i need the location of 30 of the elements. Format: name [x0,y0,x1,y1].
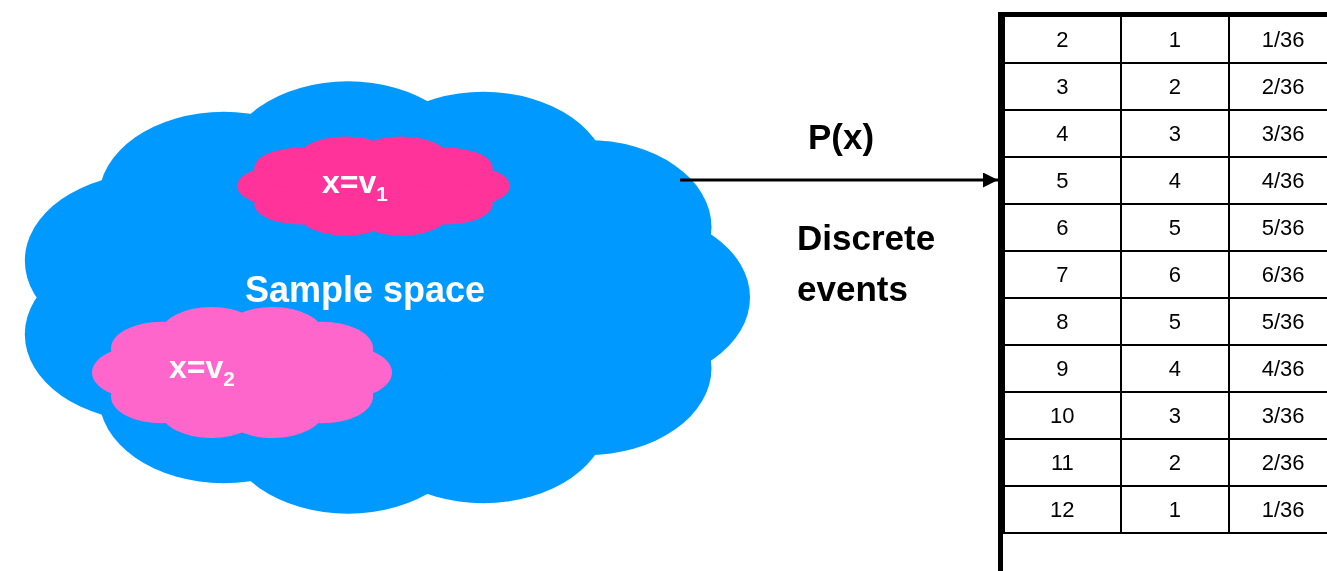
table-cell: 1 [1120,486,1230,533]
table-cell: 3 [1004,63,1121,110]
table-cell: 11 [1004,439,1121,486]
table-cell: 9 [1004,345,1121,392]
annotation-text: Discrete events [797,217,937,310]
table-cell: 3 [1120,110,1230,157]
table-cell: 4 [1004,110,1121,157]
table-cell: 5 [1120,204,1230,251]
table-cell: 3 [1120,392,1230,439]
table-cell: 2 [1120,63,1230,110]
table-cell: 2 [1004,16,1121,63]
table-cell: 8 [1004,298,1121,345]
table-cell: 12 [1004,486,1121,533]
edge-label: P(x) [808,116,875,158]
table-cell: 1/36 [1229,16,1327,63]
probability-table [998,12,1327,571]
table-cell: 4 [1120,345,1230,392]
event-label: x=v$_{2}$ [169,349,235,391]
arrow [680,172,998,188]
table-cell: 5 [1120,298,1230,345]
table-cell: 10 [1004,392,1121,439]
table-cell: 4 [1120,157,1230,204]
table-cell: 7 [1004,251,1121,298]
table-cell: 1 [1120,16,1230,63]
table-cell: 6 [1004,204,1121,251]
table-cell: 5 [1004,157,1121,204]
event-label: x=v$_{1}$ [322,164,388,206]
table-cell: 2 [1120,439,1230,486]
table-cell: 6 [1120,251,1230,298]
cloud-label: Sample space [244,269,486,311]
